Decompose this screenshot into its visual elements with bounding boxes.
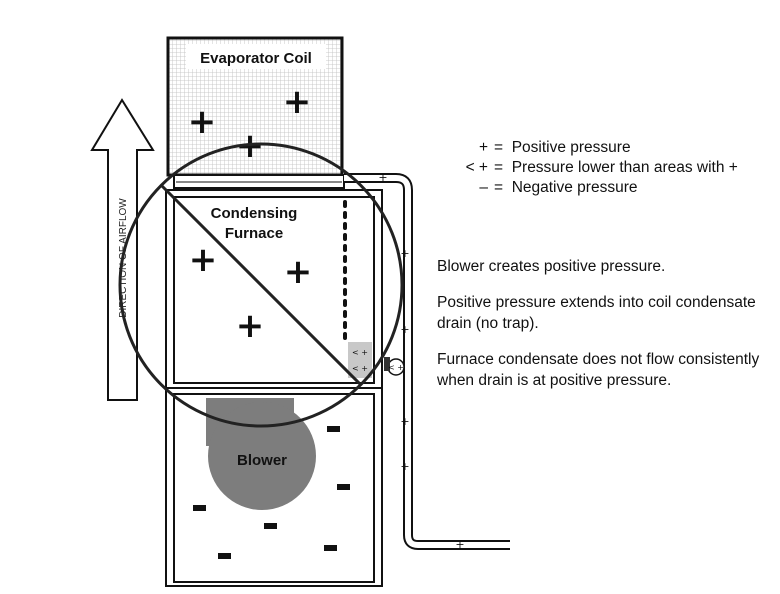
furnace-label-line2: Furnace bbox=[225, 225, 283, 242]
minus-mark bbox=[264, 523, 277, 529]
lower-pressure-mark: < + bbox=[352, 364, 368, 373]
minus-mark bbox=[193, 505, 206, 511]
legend-row: < + = Pressure lower than areas with + bbox=[436, 158, 738, 178]
legend-symbol: + bbox=[478, 139, 488, 156]
minus-mark bbox=[218, 553, 231, 559]
condensate-drain-line bbox=[344, 173, 510, 550]
small-plus-mark: + bbox=[455, 538, 464, 551]
legend-text: Positive pressure bbox=[511, 139, 631, 156]
negative-pressure-marks bbox=[193, 426, 350, 559]
blower: Blower bbox=[206, 398, 316, 510]
small-plus-mark: + bbox=[400, 247, 409, 260]
note-blower: Blower creates positive pressure. bbox=[437, 258, 666, 275]
pressure-legend: + = Positive pressure < + = Pressure low… bbox=[436, 138, 738, 198]
legend-symbol: < + bbox=[465, 159, 488, 176]
airflow-arrow: DIRECTION OF AIRFLOW bbox=[90, 98, 155, 401]
positive-pressure-marks: + + + + + + bbox=[188, 82, 313, 346]
explanation-notes: Blower creates positive pressure. Positi… bbox=[437, 256, 767, 406]
legend-text: Negative pressure bbox=[511, 179, 638, 196]
evaporator-coil-label: Evaporator Coil bbox=[200, 50, 312, 67]
legend-equals: = bbox=[494, 179, 504, 196]
lower-pressure-mark: < + bbox=[352, 348, 368, 357]
minus-mark bbox=[327, 426, 340, 432]
legend-symbol: – bbox=[479, 179, 488, 196]
small-plus-mark: + bbox=[378, 171, 387, 184]
legend-text: Pressure lower than areas with + bbox=[511, 159, 738, 176]
minus-mark bbox=[324, 545, 337, 551]
lower-pressure-mark: < + bbox=[388, 363, 404, 372]
minus-mark bbox=[337, 484, 350, 490]
legend-equals: = bbox=[494, 159, 504, 176]
plus-mark: + bbox=[188, 102, 217, 142]
plus-mark: + bbox=[284, 252, 313, 292]
legend-equals: = bbox=[494, 139, 504, 156]
lower-pressure-marks: < + < + < + bbox=[352, 348, 404, 373]
blower-label: Blower bbox=[237, 452, 287, 469]
plus-mark: + bbox=[236, 306, 265, 346]
plus-mark: + bbox=[189, 240, 218, 280]
internal-condensate-path bbox=[343, 200, 372, 378]
coil-drain-pan bbox=[173, 174, 345, 189]
evaporator-coil: Evaporator Coil bbox=[166, 36, 344, 177]
plus-mark: + bbox=[283, 82, 312, 122]
legend-row: + = Positive pressure bbox=[436, 138, 738, 158]
note-drain: Positive pressure extends into coil cond… bbox=[437, 294, 756, 332]
prohibition-symbol bbox=[118, 142, 404, 428]
note-condensate: Furnace condensate does not flow consist… bbox=[437, 351, 760, 389]
drain-plus-marks: + + + + + + bbox=[378, 171, 464, 551]
furnace-label-line1: Condensing bbox=[211, 205, 298, 222]
small-plus-mark: + bbox=[400, 415, 409, 428]
legend-row: – = Negative pressure bbox=[436, 178, 738, 198]
small-plus-mark: + bbox=[400, 460, 409, 473]
small-plus-mark: + bbox=[400, 323, 409, 336]
